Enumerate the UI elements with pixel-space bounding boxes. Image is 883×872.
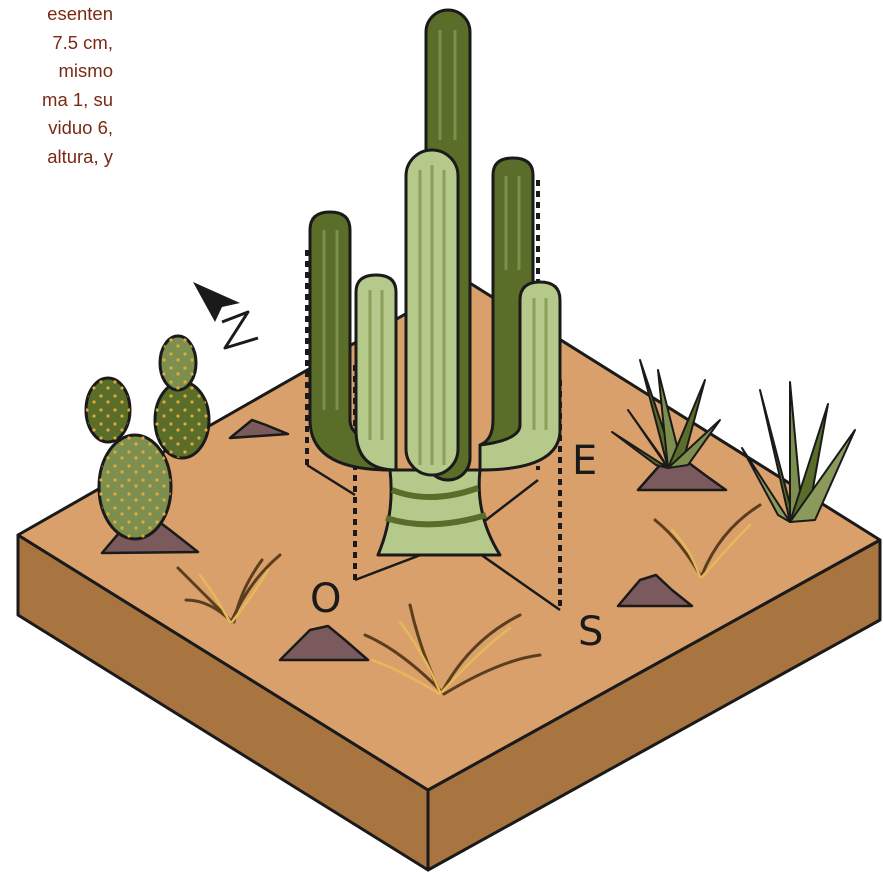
east-label: E xyxy=(572,438,597,484)
west-label: O xyxy=(310,576,341,622)
north-arrow-icon xyxy=(193,282,258,348)
south-label: S xyxy=(578,609,603,655)
